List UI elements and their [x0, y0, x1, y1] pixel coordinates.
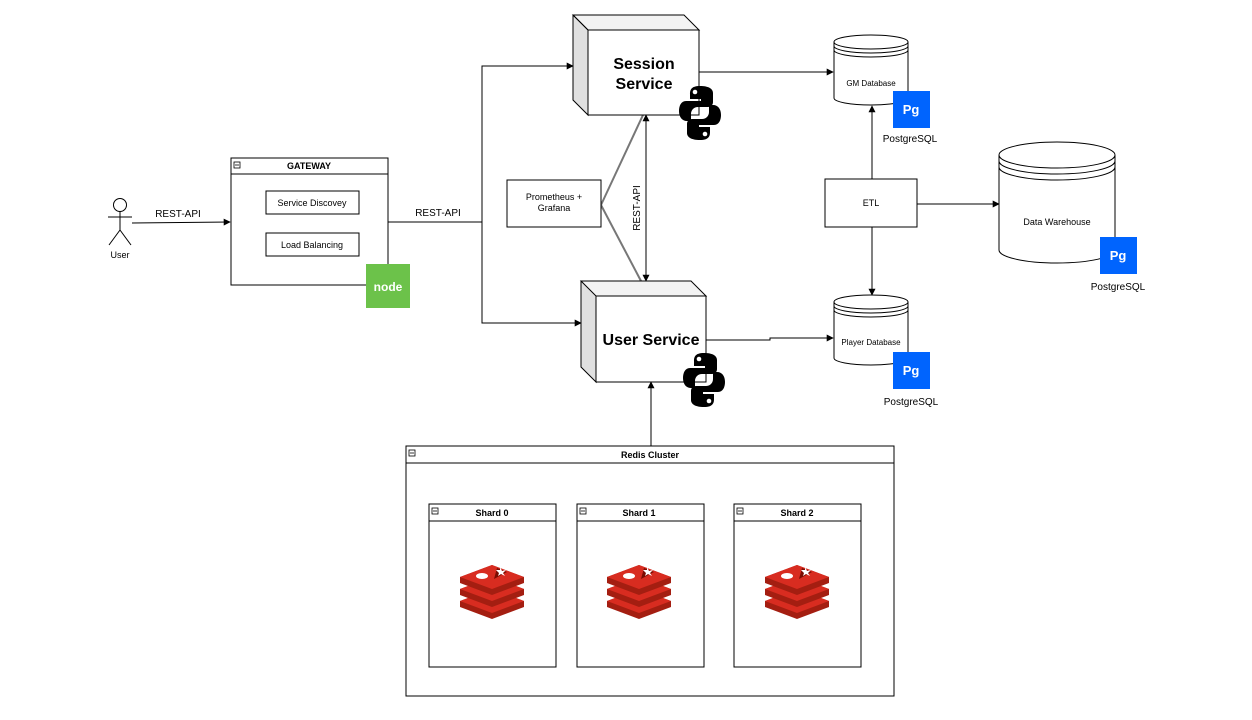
load-balancing-label: Load Balancing [281, 240, 343, 250]
edge-label-user-gateway: REST-API [155, 209, 201, 220]
shard-collapse-icon[interactable] [736, 507, 744, 515]
svg-text:Pg: Pg [903, 102, 920, 117]
edge-label-gateway-out: REST-API [415, 208, 461, 219]
connectors [131, 62, 1000, 446]
user-service-label: User Service [603, 332, 700, 349]
data-warehouse-tech: PostgreSQL [1091, 282, 1146, 293]
gm-database-tech: PostgreSQL [883, 134, 938, 145]
data-warehouse-cylinder[interactable] [998, 141, 1116, 264]
etl-label: ETL [863, 198, 880, 208]
monitoring-label-line1: Prometheus + [526, 192, 582, 202]
redis-cluster-collapse-icon[interactable] [408, 449, 416, 457]
load-balancing-box[interactable] [265, 232, 360, 257]
postgresql-icon: Pg [893, 91, 930, 128]
edge-gateway-user-service [481, 222, 582, 327]
player-database-tech: PostgreSQL [884, 397, 939, 408]
monitoring-box[interactable] [506, 179, 602, 228]
monitoring-label-line2: Grafana [538, 203, 571, 213]
gateway-container[interactable] [230, 157, 389, 286]
edge-label-session-user: REST-API [632, 185, 643, 231]
gateway-title: GATEWAY [287, 161, 331, 171]
session-service-node[interactable] [571, 14, 701, 117]
shard-collapse-icon[interactable] [579, 507, 587, 515]
svg-text:Pg: Pg [903, 363, 920, 378]
nodejs-logo-text: node [374, 280, 403, 294]
shard-title: Shard 1 [622, 508, 655, 518]
service-discovery-label: Service Discovey [277, 198, 347, 208]
postgresql-icon: Pg [1100, 237, 1137, 274]
redis-cluster-title: Redis Cluster [621, 450, 680, 460]
svg-text:Pg: Pg [1110, 248, 1127, 263]
player-database-cylinder[interactable] [833, 294, 909, 366]
service-discovery-box[interactable] [265, 190, 360, 215]
gm-database-label: GM Database [846, 79, 896, 88]
session-service-label-line2: Service [616, 76, 673, 93]
user-service-node[interactable] [579, 280, 708, 384]
nodejs-icon: node [366, 264, 410, 308]
session-service-label-line1: Session [613, 56, 674, 73]
player-database-label: Player Database [841, 338, 901, 347]
user-label: User [110, 250, 129, 260]
postgresql-icon: Pg [893, 352, 930, 389]
shard-title: Shard 2 [780, 508, 813, 518]
gateway-collapse-icon[interactable] [233, 161, 241, 169]
edge-user-gateway [131, 218, 231, 226]
monitoring-links [600, 114, 644, 282]
shard-title: Shard 0 [475, 508, 508, 518]
shard-collapse-icon[interactable] [431, 507, 439, 515]
gm-database-cylinder[interactable] [833, 34, 909, 106]
edge-user-player [706, 334, 834, 342]
etl-box[interactable] [824, 178, 918, 228]
user-actor-icon [108, 198, 132, 246]
data-warehouse-label: Data Warehouse [1023, 217, 1090, 227]
edge-gateway-session [388, 62, 574, 223]
